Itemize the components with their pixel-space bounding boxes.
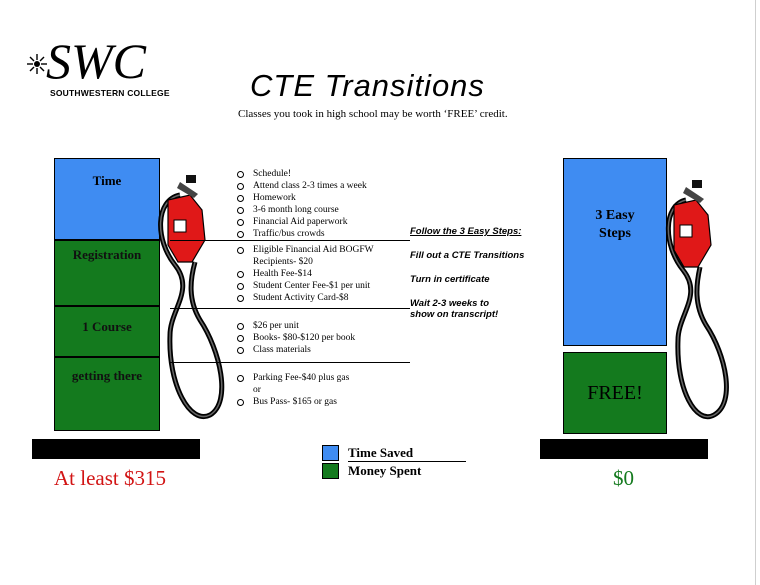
- left-nozzle-icon: [167, 175, 206, 263]
- green-swatch: [322, 463, 339, 479]
- block-course: 1 Course: [54, 306, 160, 357]
- legend: Time Saved Money Spent: [322, 444, 466, 480]
- list-registration: Eligible Financial Aid BOGFW Recipients-…: [236, 244, 406, 304]
- left-pump-base: [32, 439, 200, 459]
- left-pump: Time Registration 1 Course getting there: [54, 158, 160, 431]
- steps-heading: Follow the 3 Easy Steps:: [410, 226, 522, 237]
- list-item: Bus Pass- $165 or gas: [236, 396, 406, 408]
- list-getting-there: Parking Fee-$40 plus gas or Bus Pass- $1…: [236, 372, 406, 408]
- list-item: Homework: [236, 192, 406, 204]
- list-item: Student Center Fee-$1 per unit: [236, 280, 406, 292]
- easy-steps: Follow the 3 Easy Steps: Fill out a CTE …: [410, 226, 560, 333]
- block-getting-there-label: getting there: [71, 368, 143, 383]
- page-edge-rule: [755, 0, 756, 585]
- right-pump-base: [540, 439, 708, 459]
- block-registration: Registration: [54, 240, 160, 306]
- list-item: $26 per unit: [236, 320, 406, 332]
- section-divider: [170, 308, 410, 309]
- legend-money-spent-label: Money Spent: [348, 463, 422, 478]
- legend-rule: [348, 461, 466, 462]
- section-divider: [170, 240, 410, 241]
- list-item: Parking Fee-$40 plus gas: [236, 372, 406, 384]
- blue-swatch: [322, 445, 339, 461]
- list-item: Health Fee-$14: [236, 268, 406, 280]
- section-divider: [170, 362, 410, 363]
- list-item: Class materials: [236, 344, 406, 356]
- right-pump-free-label: FREE!: [587, 381, 643, 404]
- list-course: $26 per unit Books- $80-$120 per book Cl…: [236, 320, 406, 356]
- block-time-label: Time: [92, 173, 122, 188]
- page-title: CTE Transitions: [250, 68, 485, 103]
- left-total-cost: At least $315: [54, 466, 166, 490]
- list-item-continued: Recipients- $20: [253, 257, 313, 267]
- step-item-continued: show on transcript!: [410, 309, 499, 320]
- list-item: Student Activity Card-$8: [236, 292, 406, 304]
- list-item: Attend class 2-3 times a week: [236, 180, 406, 192]
- right-pump-free-block: FREE!: [563, 352, 667, 434]
- page-subtitle: Classes you took in high school may be w…: [238, 108, 508, 120]
- block-time: Time: [54, 158, 160, 240]
- block-registration-label: Registration: [72, 247, 142, 262]
- logo-letters: SWC: [46, 33, 147, 89]
- block-getting-there: getting there: [54, 357, 160, 431]
- step-item: Wait 2-3 weeks to: [410, 298, 490, 309]
- step-item: Fill out a CTE Transitions: [410, 250, 525, 261]
- swc-logo-mark: SWC: [27, 33, 147, 89]
- list-item: Books- $80-$120 per book: [236, 332, 406, 344]
- right-total-cost: $0: [613, 466, 634, 490]
- list-item: Financial Aid paperwork: [236, 216, 406, 228]
- block-course-label: 1 Course: [82, 319, 132, 334]
- left-pump-hose: [158, 175, 225, 419]
- legend-time-saved: Time Saved: [322, 444, 421, 462]
- list-item: 3-6 month long course: [236, 204, 406, 216]
- right-pump-hose: [665, 180, 729, 420]
- legend-time-saved-label: Time Saved: [348, 445, 414, 460]
- list-item-continued: or: [253, 385, 261, 395]
- swc-logo: SWC SOUTHWESTERN COLLEGE: [20, 20, 170, 102]
- right-nozzle-icon: [673, 180, 712, 268]
- list-item: Schedule!: [236, 168, 406, 180]
- sunburst-icon: [27, 54, 47, 74]
- step-item: Turn in certificate: [410, 274, 490, 285]
- list-item: Eligible Financial Aid BOGFW: [236, 244, 406, 256]
- right-pump-steps-block: 3 Easy Steps: [563, 158, 667, 346]
- list-item: Traffic/bus crowds: [236, 228, 406, 240]
- right-pump-label-line2: Steps: [599, 226, 631, 241]
- cost-lists: Schedule! Attend class 2-3 times a week …: [236, 168, 406, 408]
- legend-money-spent: Money Spent: [322, 462, 421, 480]
- logo-college-name: SOUTHWESTERN COLLEGE: [50, 88, 170, 98]
- list-time: Schedule! Attend class 2-3 times a week …: [236, 168, 406, 240]
- right-pump-label-line1: 3 Easy: [595, 208, 635, 223]
